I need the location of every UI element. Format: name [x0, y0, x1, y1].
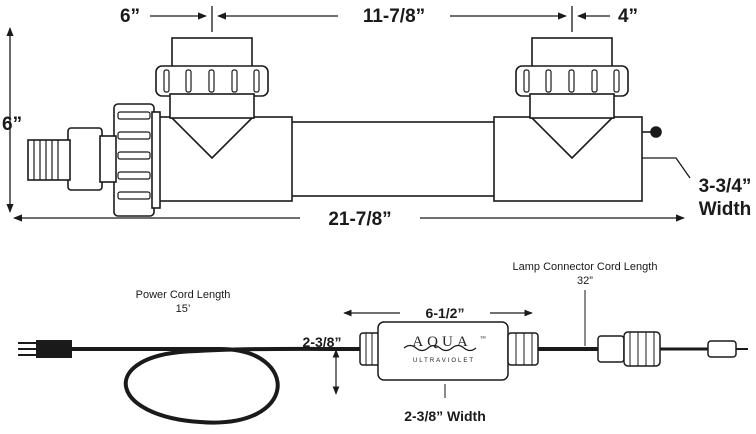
lamp-connector-nut-a	[597, 335, 625, 363]
ballast-left-nut	[359, 332, 381, 366]
uv-sterilizer-unit	[27, 37, 662, 217]
lamp-connector-nut-b	[623, 331, 661, 367]
ballast-nut-ribs	[365, 333, 533, 365]
thread-lines	[33, 140, 59, 180]
end-cap-ribs	[117, 111, 151, 200]
ballast-unit	[359, 321, 539, 381]
dim-label-diameter-word: Width	[699, 199, 752, 220]
ballast-body	[377, 321, 509, 381]
plug-prongs	[18, 342, 36, 356]
logo-tm: ™	[480, 336, 486, 342]
left-port-pipe	[171, 37, 253, 69]
power-cord-title: Power Cord Length	[136, 289, 231, 301]
right-nut-ribs	[523, 69, 620, 93]
logo-brand: AQUA	[412, 334, 471, 350]
threaded-fitting	[27, 139, 71, 181]
lamp-connector-cord	[538, 290, 748, 367]
ballast-length-label: 6-1/2”	[426, 305, 465, 321]
center-tube	[289, 121, 497, 197]
dim-label-top-middle: 11-7/8”	[363, 6, 425, 27]
right-housing	[493, 116, 643, 202]
ballast-right-nut	[507, 332, 539, 366]
right-port-pipe	[531, 37, 613, 69]
lamp-cap-nut	[67, 127, 103, 191]
left-port-collar	[169, 93, 255, 119]
ballast-height-label: 2-3/8”	[303, 334, 342, 350]
diameter-leader	[642, 157, 691, 179]
connector-ribs	[629, 332, 655, 366]
lamp-cord-value: 32”	[577, 275, 593, 287]
dim-label-top-right: 4”	[618, 6, 638, 27]
power-cord	[18, 340, 361, 425]
power-cord-line	[72, 346, 361, 425]
lower-dimension-lines	[332, 309, 533, 398]
lamp-cord-title: Lamp Connector Cord Length	[513, 261, 658, 273]
lamp-cap-neck	[99, 135, 117, 183]
right-port-collar	[529, 93, 615, 119]
knob	[650, 126, 662, 138]
logo-sub: ULTRAVIOLET	[413, 358, 475, 364]
dim-label-top-left: 6”	[120, 6, 140, 27]
dim-label-overall-length: 21-7/8”	[328, 209, 391, 230]
dim-label-height: 6”	[2, 114, 22, 135]
power-cord-value: 15’	[176, 303, 191, 315]
left-nut-ribs	[163, 69, 260, 93]
logo-wave-icon	[403, 344, 477, 352]
ballast-width-label: 2-3/8” Width	[404, 408, 486, 424]
left-port-funnel	[171, 117, 253, 160]
power-plug	[36, 340, 72, 358]
top-dimension-lines	[6, 6, 691, 222]
left-housing	[157, 116, 293, 202]
dim-label-diameter-value: 3-3/4”	[699, 176, 752, 197]
right-port-funnel	[531, 117, 613, 160]
end-cap-flange	[151, 111, 161, 209]
lamp-socket	[707, 340, 737, 358]
